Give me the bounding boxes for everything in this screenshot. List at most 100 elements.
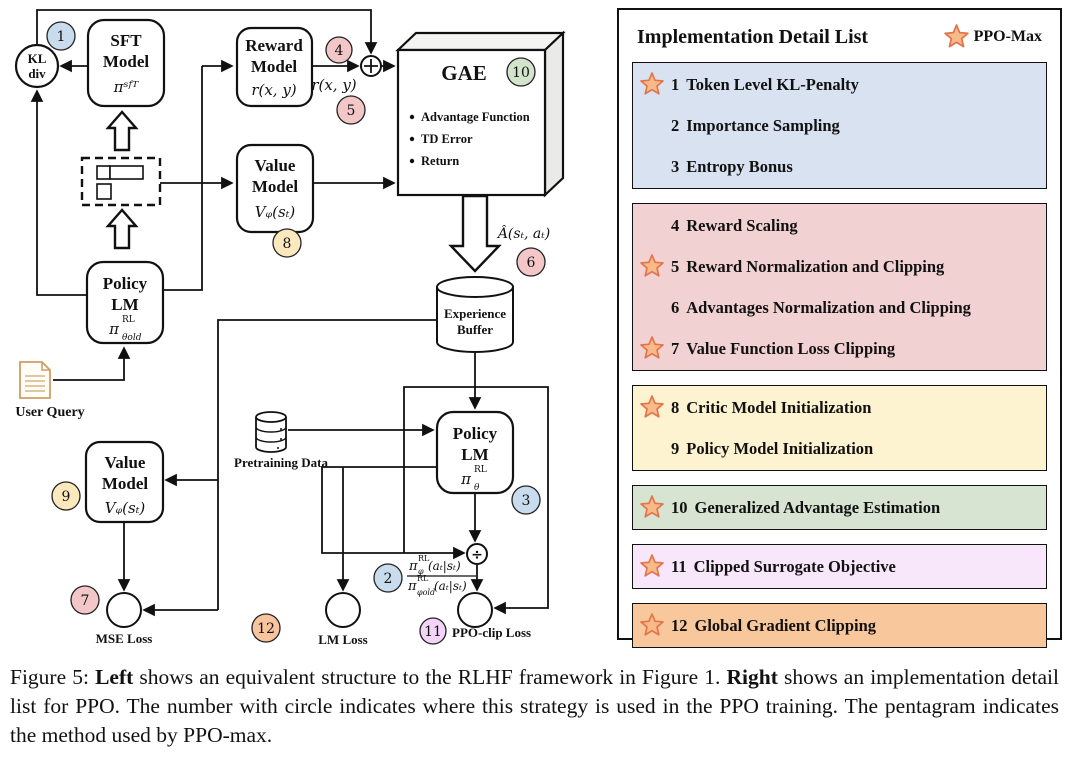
item-number: 11 (671, 556, 687, 576)
pretraining-band-1 (255, 426, 287, 433)
value-model-top-box (235, 143, 315, 234)
divide-node (466, 543, 488, 565)
lm-loss-label: LM Loss (318, 632, 367, 647)
experience-buffer-body (436, 287, 514, 353)
policynew-sub: θ (474, 483, 480, 493)
badge-4-num: 4 (335, 43, 344, 59)
buffer-line2: Buffer (457, 322, 493, 337)
badge-6-num: 6 (527, 255, 536, 271)
detail-item-6: 6 Advantages Normalization and Clipping (633, 287, 1046, 328)
detail-item-8: 8 Critic Model Initialization (633, 387, 1046, 428)
edge-policyold-to-models (162, 66, 203, 291)
ratio-num-sup: RL (418, 554, 430, 563)
badge-11 (419, 617, 447, 645)
ppo-max-star-icon (640, 554, 664, 577)
token-bar (109, 165, 144, 180)
valuetop-line2: Model (252, 177, 299, 196)
badge-5 (336, 95, 366, 125)
valuebottom-line2: Model (102, 474, 149, 493)
badge-5-num: 5 (347, 103, 356, 119)
token-sketch-box (80, 156, 162, 207)
detail-item-10: 10 Generalized Advantage Estimation (633, 487, 1046, 528)
section-init: 8 Critic Model Initialization 9 Policy M… (632, 385, 1047, 471)
lm-loss-node (325, 592, 361, 628)
gae-bullet-1: Advantage Function (421, 110, 530, 124)
detail-item-12: 12 Global Gradient Clipping (633, 605, 1046, 646)
advantage-label: Â(sₜ, aₜ) (496, 224, 550, 242)
detail-item-11: 11 Clipped Surrogate Objective (633, 546, 1046, 587)
edge-userquery-to-policyold (53, 346, 131, 381)
item-label: Policy Model Initialization (686, 438, 874, 458)
edge-buffer-to-left-rail (217, 319, 437, 610)
item-label: Token Level KL-Penalty (686, 74, 859, 94)
caption-text: shows an equivalent structure to the RLH… (133, 665, 727, 689)
valuebottom-line1: Value (105, 453, 146, 472)
ratio-den-sup: RL (417, 574, 429, 583)
ratio-num-args: (aₜ|sₜ) (428, 559, 461, 573)
rlhf-diagram: KL div SFT Model πˢᶠᵀ Reward Model r(x, … (14, 9, 566, 647)
item-label: Global Gradient Clipping (694, 615, 877, 635)
item-number: 9 (671, 438, 680, 458)
gae-bullet-3: Return (421, 154, 459, 168)
item-label: Critic Model Initialization (686, 397, 872, 417)
mse-loss-node (106, 592, 142, 628)
gae-top-face (395, 31, 566, 52)
section-surrogate: 11 Clipped Surrogate Objective (632, 544, 1047, 589)
policyold-sub: θold (122, 333, 142, 343)
detail-item-1: 1 Token Level KL-Penalty (633, 64, 1046, 105)
policy-lm-old-box (85, 260, 165, 345)
ratio-den-args: (aₜ|sₜ) (434, 579, 467, 593)
ppo-max-legend: PPO-Max (943, 24, 1042, 50)
edge-policyold-to-kl (30, 89, 87, 296)
figure-caption: Figure 5: Left shows an equivalent struc… (10, 663, 1059, 751)
star-shape (943, 24, 969, 48)
edge-kl-feedback-top (36, 9, 378, 55)
item-number: 7 (671, 338, 680, 358)
divide-glyph: ÷ (471, 547, 483, 563)
gae-right-face (543, 30, 565, 198)
badge-1-num: 1 (57, 29, 66, 45)
plus-glyph (364, 59, 378, 73)
sft-math: πˢᶠᵀ (113, 78, 139, 96)
gae-bullet-dot-2 (409, 136, 415, 142)
sft-line1: SFT (110, 31, 142, 50)
badge-3 (511, 485, 541, 515)
pretraining-body (255, 417, 287, 453)
ratio-den-sym: π (407, 579, 417, 594)
caption-bold-right: Right (726, 665, 778, 689)
item-number: 4 (671, 215, 680, 235)
kl-label-2: div (28, 66, 46, 81)
policyold-line2: LM (111, 295, 138, 314)
item-label: Advantages Normalization and Clipping (686, 297, 971, 317)
pretraining-top (255, 411, 287, 423)
pretraining-dot-2 (280, 438, 282, 440)
gae-title: GAE (441, 61, 487, 85)
reward-line1: Reward (245, 36, 303, 55)
user-query-fold (41, 362, 50, 371)
item-number: 1 (671, 74, 680, 94)
user-query-icon (19, 361, 51, 399)
implementation-detail-panel: Implementation Detail List PPO-Max 1 Tok… (617, 8, 1062, 648)
ppo-max-star-icon (640, 254, 664, 277)
section-reward: 4 Reward Scaling 5 Reward Normalization … (632, 203, 1047, 371)
experience-buffer-top (436, 276, 514, 298)
mse-loss-label: MSE Loss (96, 631, 153, 646)
valuetop-line1: Value (255, 156, 296, 175)
badge-7 (70, 585, 100, 615)
reward-model-box (235, 26, 314, 108)
token-square-2 (96, 183, 112, 200)
pretraining-label: Pretraining Data (234, 455, 328, 470)
ratio-den-sub: φold (417, 588, 435, 597)
ppo-clip-loss-label: PPO-clip Loss (452, 625, 531, 640)
ratio-num-sub: φ (418, 567, 424, 576)
ppo-max-star-icon (640, 495, 664, 518)
detail-item-5: 5 Reward Normalization and Clipping (633, 246, 1046, 287)
block-arrow-gae-to-buffer (448, 194, 502, 273)
item-number: 12 (671, 615, 688, 635)
user-query-label: User Query (15, 405, 84, 420)
item-label: Value Function Loss Clipping (686, 338, 896, 358)
badge-2 (373, 563, 403, 593)
policynew-line2: LM (461, 445, 488, 464)
policyold-sym: π (108, 320, 120, 338)
